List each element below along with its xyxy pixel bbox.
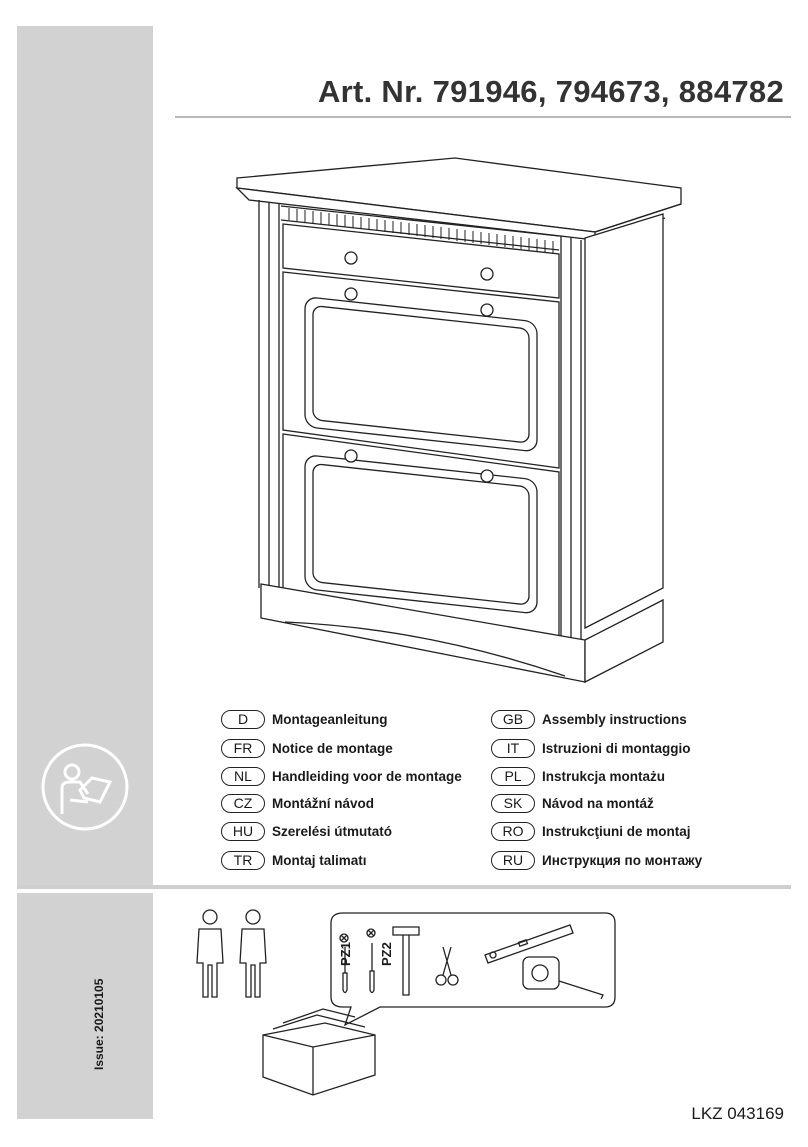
lang-label: Instrukcja montażu [542, 768, 666, 784]
lang-code-badge: IT [491, 738, 535, 758]
section-divider [17, 885, 791, 889]
pz2-label: PZ2 [379, 942, 394, 966]
lang-item-hu: HU Szerelési útmutató [221, 820, 392, 842]
lang-item-nl: NL Handleiding voor de montage [221, 765, 462, 787]
lang-item-d: D Montageanleitung [221, 708, 388, 730]
title-underline [175, 116, 791, 118]
lang-label: Návod na montáž [542, 795, 654, 811]
lang-item-cz: CZ Montážní návod [221, 792, 374, 814]
lang-label: Istruzioni di montaggio [542, 740, 691, 756]
lang-label: Notice de montage [272, 740, 393, 756]
lang-label: Montážní návod [272, 795, 374, 811]
lang-code-badge: FR [221, 738, 265, 758]
lang-label: Montageanleitung [272, 711, 388, 727]
person-icon [196, 909, 224, 998]
lang-item-tr: TR Montaj talimatı [221, 849, 367, 871]
sidebar-panel-bottom [17, 893, 153, 1119]
lang-item-fr: FR Notice de montage [221, 737, 393, 759]
lang-code-badge: HU [221, 821, 265, 841]
article-number-title: Art. Nr. 791946, 794673, 884782 [317, 74, 784, 109]
lang-item-gb: GB Assembly instructions [491, 708, 687, 730]
read-instructions-icon [41, 743, 129, 831]
pz1-label: PZ1 [338, 942, 353, 966]
lang-item-ro: RO Instrukcţiuni de montaj [491, 820, 691, 842]
lang-code-badge: CZ [221, 793, 265, 813]
document-code: LKZ 043169 [691, 1104, 784, 1123]
lang-code-badge: D [221, 709, 265, 729]
lang-item-it: IT Istruzioni di montaggio [491, 737, 691, 759]
issue-date: Issue: 20210105 [92, 978, 106, 1070]
lang-item-ru: RU Инструкция по монтажу [491, 849, 702, 871]
lang-code-badge: PL [491, 766, 535, 786]
lang-code-badge: RO [491, 821, 535, 841]
lang-label: Handleiding voor de montage [272, 768, 462, 784]
shoe-cabinet-illustration [235, 157, 682, 684]
lang-label: Инструкция по монтажу [542, 852, 703, 868]
lang-label: Assembly instructions [542, 711, 687, 727]
lang-label: Instrukcţiuni de montaj [542, 823, 691, 839]
lang-item-pl: PL Instrukcja montażu [491, 765, 665, 787]
lang-label: Montaj talimatı [272, 852, 367, 868]
sidebar-panel-top [17, 26, 153, 885]
lang-label: Szerelési útmutató [272, 823, 393, 839]
lang-code-badge: SK [491, 793, 535, 813]
lang-code-badge: RU [491, 850, 535, 870]
lang-code-badge: TR [221, 850, 265, 870]
lang-code-badge: NL [221, 766, 265, 786]
person-icon [239, 909, 267, 998]
lang-item-sk: SK Návod na montáž [491, 792, 654, 814]
lang-code-badge: GB [491, 709, 535, 729]
tools-illustration [196, 909, 616, 1096]
